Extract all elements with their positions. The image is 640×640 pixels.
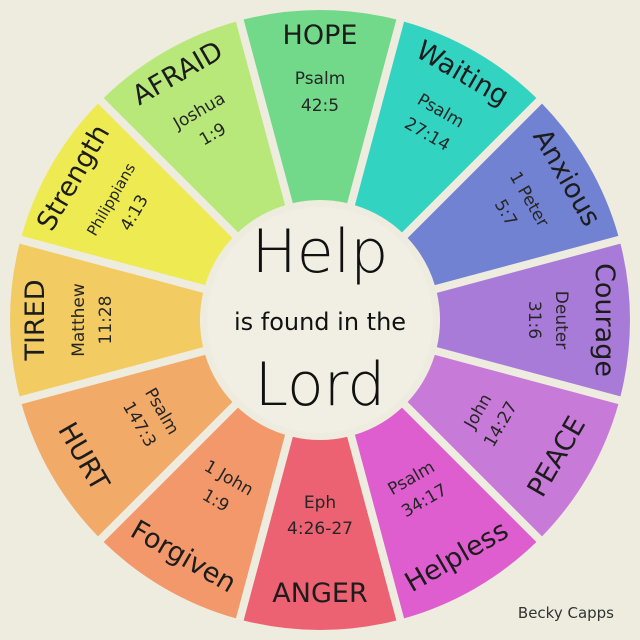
segment-book: Deuter [551,291,571,349]
segment-wedge [243,9,397,204]
segment-book: Matthew [69,283,89,357]
segment-hope: HOPE Psalm 42:5 [243,9,397,204]
segment-tired: TIRED Matthew 11:28 [9,243,204,397]
segment-wedge [103,21,286,233]
center-title-help: Help [252,217,389,287]
segment-wedge [407,354,619,537]
segment-wedge [21,354,233,537]
segment-ref: 42:5 [301,96,339,116]
segment-word: TIRED [20,279,51,361]
segment-ref: 11:28 [96,296,116,345]
segment-courage: Courage Deuter 31:6 [436,243,630,397]
segment-book: Psalm [295,69,346,89]
segment-wedge [354,21,537,233]
segment-book: Eph [304,493,336,513]
segment-word: ANGER [272,578,367,609]
center-circle [207,207,433,433]
segment-wedge [243,436,397,630]
segment-wedge [21,103,233,286]
segment-wedge [436,243,630,397]
segment-word: Courage [589,263,620,377]
segment-wedge [103,407,286,619]
segment-wedge [407,103,619,286]
segment-word: HOPE [283,20,358,51]
segment-wedge [354,407,537,619]
center-title-lord: Lord [255,350,386,420]
author-signature: Becky Capps [517,604,614,622]
center-subtitle: is found in the [234,308,406,336]
segment-ref: 4:26-27 [287,519,353,539]
segment-wedge [9,243,204,397]
segment-ref: 31:6 [524,301,544,339]
